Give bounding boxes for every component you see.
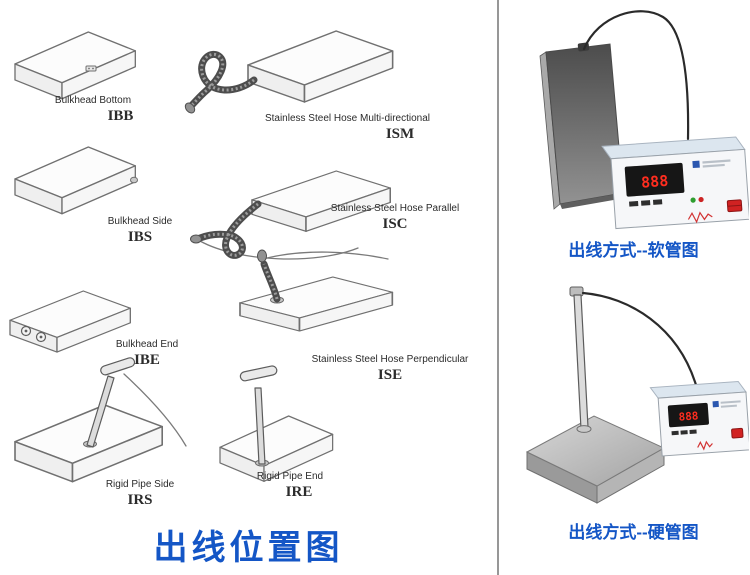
- generator-unit: 888: [649, 380, 749, 457]
- display-digits: 888: [641, 172, 669, 192]
- item-code: IBS: [127, 229, 153, 245]
- item-code: ISC: [382, 216, 408, 232]
- photo-panel: 888 出线方式--软管图: [499, 0, 750, 575]
- item-name: Stainless Steel Hose Multi-directional: [264, 113, 431, 124]
- sketch-ire: [219, 365, 334, 482]
- item-code: IRE: [285, 484, 313, 500]
- photo-rigid-pipe: 888: [525, 286, 749, 504]
- generator-button: [629, 200, 639, 207]
- item-label-ibb: Bulkhead Bottom IBB: [28, 95, 158, 124]
- display-digits: 888: [678, 409, 699, 423]
- item-code: ISM: [385, 126, 415, 142]
- sketch-ibb: [14, 31, 136, 100]
- sketch-irs: [14, 357, 187, 483]
- generator-button: [641, 200, 651, 206]
- generator-button: [680, 430, 688, 435]
- sketch-ise: [239, 249, 394, 332]
- generator-button: [652, 199, 663, 205]
- item-label-isc: Stainless Steel Hose Parallel ISC: [315, 203, 475, 232]
- transducer-plate: [539, 42, 625, 210]
- item-code: ISE: [377, 367, 403, 383]
- item-label-ism: Stainless Steel Hose Multi-directional I…: [250, 113, 445, 142]
- panel-divider: [497, 0, 499, 575]
- caption-rigid-pipe: 出线方式--硬管图: [568, 523, 699, 542]
- item-name: Bulkhead End: [115, 339, 179, 350]
- item-code: IRS: [127, 492, 153, 508]
- generator-logo: [692, 159, 731, 169]
- sketch-ism: [184, 30, 394, 114]
- outlet-position-panel: Bulkhead Bottom IBB Stainless Steel Hose…: [9, 30, 485, 567]
- item-code: IBB: [107, 108, 134, 124]
- item-name: Stainless Steel Hose Parallel: [330, 203, 460, 214]
- item-code: IBE: [134, 352, 160, 368]
- item-label-ire: Rigid Pipe End IRE: [225, 471, 355, 500]
- sketch-ibs: [14, 146, 138, 215]
- item-name: Stainless Steel Hose Perpendicular: [311, 354, 469, 365]
- indicator-red: [698, 196, 704, 203]
- generator-display: [624, 162, 685, 197]
- item-label-ibs: Bulkhead Side IBS: [75, 216, 205, 245]
- sketch-ibe: [9, 290, 131, 353]
- transducer-plate: [525, 415, 666, 504]
- pulse-wave-icon: [697, 440, 713, 451]
- item-name: Rigid Pipe Side: [105, 479, 175, 490]
- generator-logo: [712, 400, 741, 408]
- generator-button: [689, 429, 697, 435]
- rigid-pipe: [569, 286, 592, 433]
- pulse-wave-icon: [687, 211, 713, 224]
- outlet-position-sketch: [9, 30, 394, 483]
- generator-display: [667, 402, 709, 428]
- diagram-title: 出线位置图: [153, 529, 344, 567]
- item-name: Rigid Pipe End: [256, 471, 324, 482]
- generator-button: [671, 430, 679, 436]
- item-name: Bulkhead Bottom: [54, 95, 132, 106]
- generator-unit: 888: [601, 136, 749, 230]
- indicator-green: [690, 197, 696, 203]
- photo-soft-hose: 888: [539, 10, 749, 230]
- item-label-ibe: Bulkhead End IBE: [82, 339, 212, 368]
- caption-soft-hose: 出线方式--软管图: [568, 241, 699, 260]
- power-cable: [582, 10, 690, 141]
- item-name: Bulkhead Side: [107, 216, 173, 227]
- power-cable: [581, 291, 698, 387]
- item-label-ise: Stainless Steel Hose Perpendicular ISE: [295, 354, 485, 383]
- item-label-irs: Rigid Pipe Side IRS: [75, 479, 205, 508]
- power-switch-icon: [731, 427, 744, 439]
